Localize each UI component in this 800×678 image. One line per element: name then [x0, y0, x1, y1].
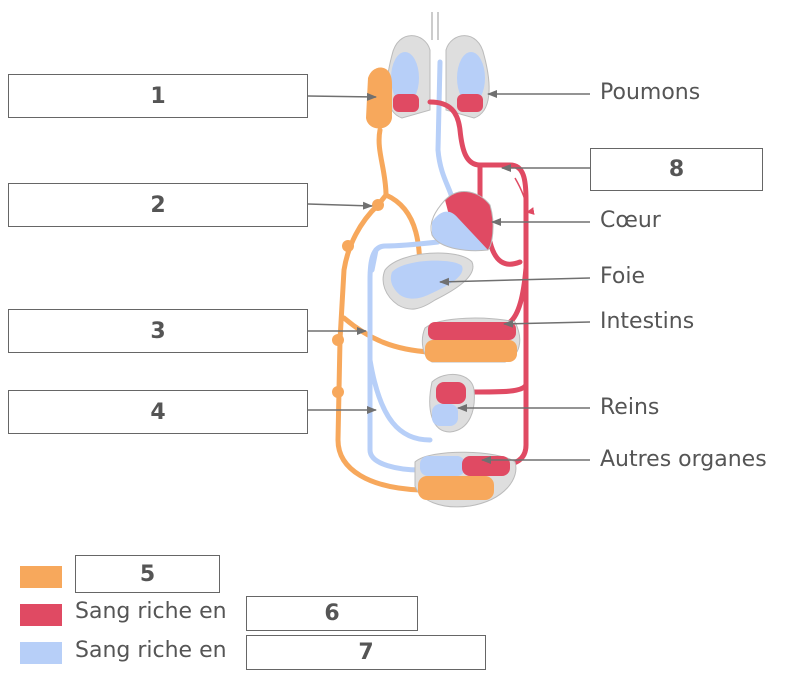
legend-text-blue: Sang riche en — [75, 638, 227, 663]
label-other-organs: Autres organes — [600, 447, 767, 472]
legend-swatch-blue — [20, 642, 62, 664]
label-intestines: Intestins — [600, 309, 695, 334]
label-kidneys: Reins — [600, 395, 660, 420]
answer-box-2[interactable]: 2 — [8, 183, 308, 227]
legend-swatch-red — [20, 604, 62, 626]
label-liver: Foie — [600, 264, 645, 289]
box-pointers — [307, 92, 590, 414]
red-flow-arrow — [514, 177, 535, 215]
answer-box-5[interactable]: 5 — [75, 555, 220, 593]
other-organs — [414, 451, 517, 508]
trachea — [431, 12, 439, 40]
answer-box-3[interactable]: 3 — [8, 309, 308, 353]
heart — [430, 191, 494, 252]
label-lungs: Poumons — [600, 80, 701, 105]
orange-junctions — [332, 199, 384, 398]
organ-pointers — [439, 90, 591, 464]
label-heart: Cœur — [600, 208, 661, 233]
answer-box-6[interactable]: 6 — [246, 596, 418, 631]
kidneys — [429, 374, 475, 433]
lungs — [386, 35, 490, 119]
intestines — [421, 317, 521, 363]
answer-box-8[interactable]: 8 — [590, 148, 763, 191]
legend-text-red: Sang riche en — [75, 599, 227, 624]
upper-tissue — [366, 67, 392, 129]
answer-box-1[interactable]: 1 — [8, 74, 308, 118]
answer-box-4[interactable]: 4 — [8, 390, 308, 434]
legend-swatch-orange — [20, 566, 62, 588]
liver — [382, 252, 474, 310]
answer-box-7[interactable]: 7 — [246, 635, 486, 670]
